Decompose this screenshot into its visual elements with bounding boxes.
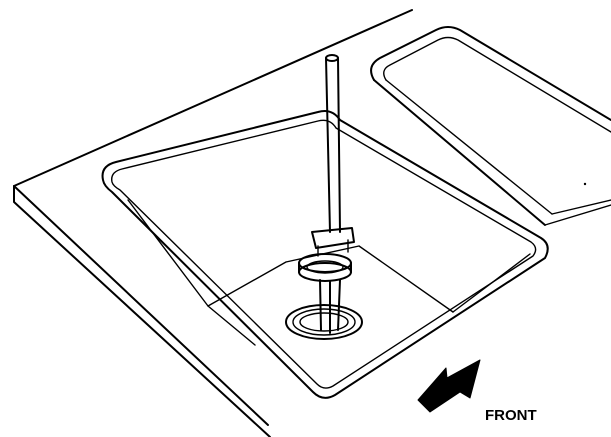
rod-clamp	[311, 227, 355, 249]
basin-inner-rim	[111, 119, 537, 389]
stray-dot	[583, 182, 587, 186]
front-arrow-shape	[417, 359, 481, 413]
drain-middle-ring	[292, 308, 356, 336]
rod-top	[325, 54, 339, 62]
rod-left-edge	[325, 57, 331, 233]
countertop	[13, 9, 413, 437]
secondary-basin-inner-front	[385, 79, 553, 215]
front-label: FRONT	[485, 407, 537, 424]
secondary-basin	[370, 26, 611, 226]
basin-wall-right	[452, 253, 531, 313]
secondary-basin-inner-rim	[383, 36, 611, 133]
basin-wall-left	[127, 199, 209, 307]
rod-right-edge	[337, 57, 341, 233]
counter-back-edge	[13, 9, 413, 187]
front-arrow-icon	[417, 359, 481, 413]
drain-outer-ring	[285, 304, 363, 340]
drain-inner-ring	[299, 312, 349, 332]
handle-collar-bottom	[298, 262, 352, 282]
drain-tool	[298, 54, 355, 334]
secondary-basin-side	[544, 199, 611, 226]
counter-top-edge	[13, 185, 269, 426]
basin-outer-rim	[101, 110, 549, 399]
secondary-basin-outer-rim	[370, 26, 611, 121]
drain	[285, 304, 363, 340]
handle-collar-center	[306, 260, 344, 274]
secondary-basin-front-rim	[373, 79, 546, 226]
lower-shaft	[319, 279, 341, 334]
counter-front-edge	[13, 185, 271, 437]
